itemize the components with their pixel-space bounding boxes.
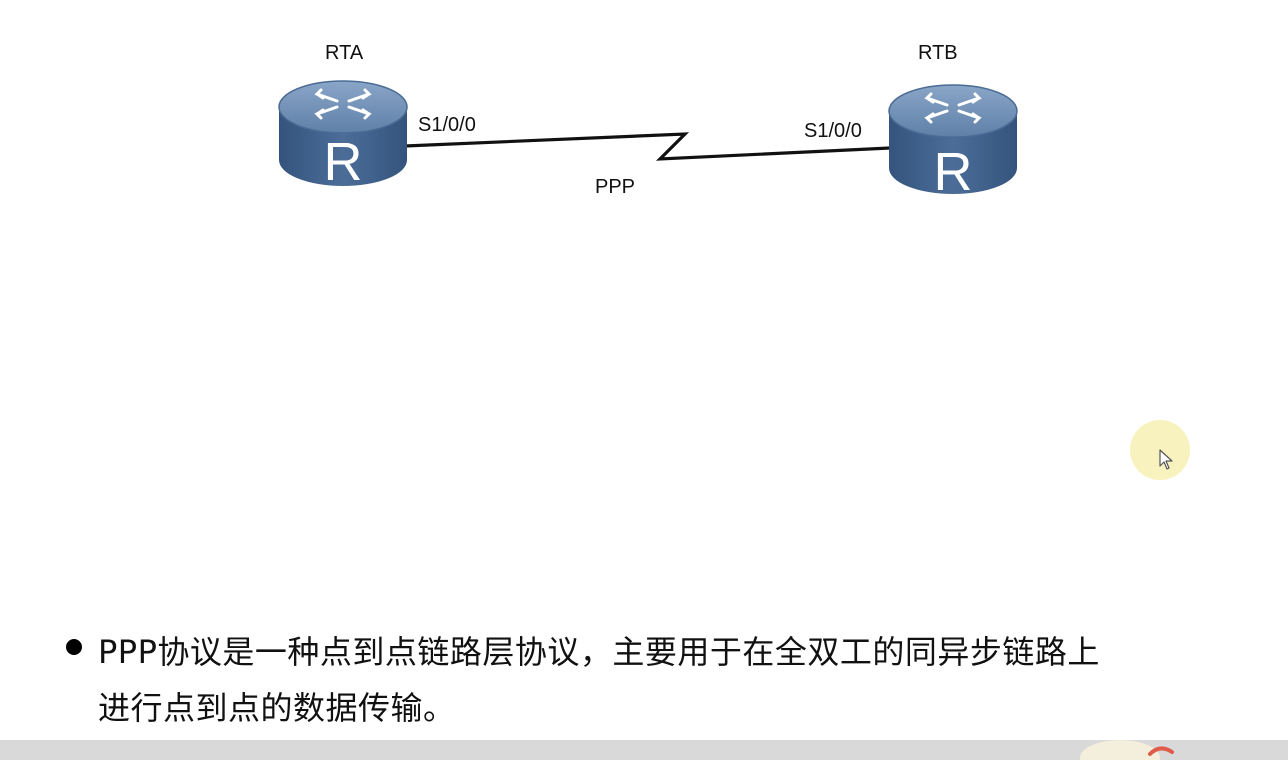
router-rtb-label: RTB [918,42,958,64]
bullet-item: PPP协议是一种点到点链路层协议，主要用于在全双工的同异步链路上 进行点到点的数… [98,624,1258,736]
corner-decoration-icon [1080,740,1174,760]
rtb-interface-label: S1/0/0 [804,120,862,142]
bottom-bar [0,740,1288,760]
router-rta-label: RTA [325,42,364,64]
ppp-link-line-inner [404,137,891,164]
router-rta-glyph: R [324,132,363,192]
bullet-line-2: 进行点到点的数据传输。 [98,689,456,727]
network-diagram: R R [278,80,1018,202]
router-rtb-glyph: R [934,142,973,202]
router-rta-icon: R [278,80,408,192]
mouse-pointer-icon [1159,449,1173,470]
rta-interface-label: S1/0/0 [418,114,476,136]
ppp-link-line [404,132,891,161]
bullet-line-1: PPP协议是一种点到点链路层协议，主要用于在全双工的同异步链路上 [98,633,1100,671]
bullet-dot-icon [66,639,82,655]
ppp-link-label: PPP [595,176,636,198]
router-rtb-icon: R [888,84,1018,202]
